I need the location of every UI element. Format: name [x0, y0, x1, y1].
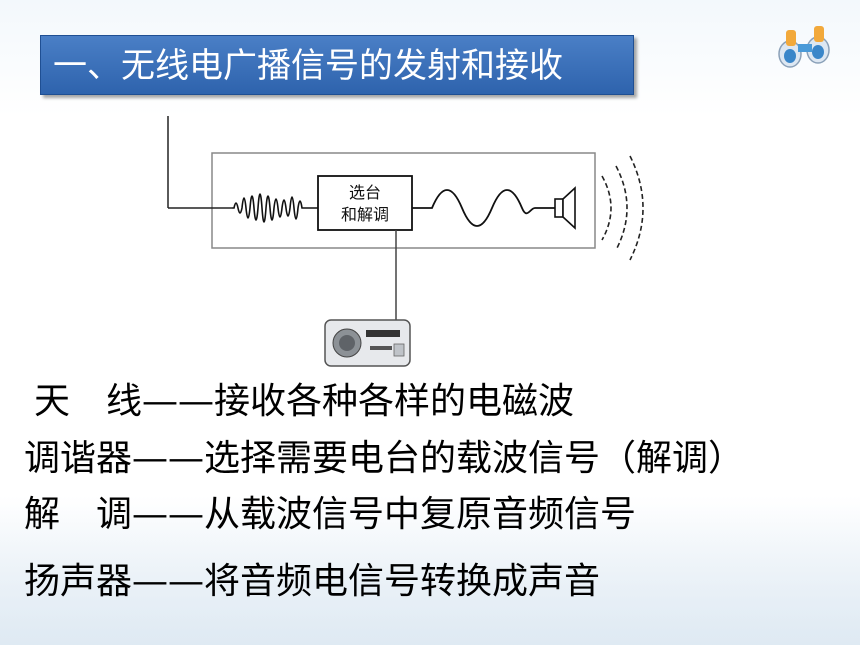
antenna-icon	[167, 116, 232, 209]
row-speaker-desc: 将音频电信号转换成声音	[204, 561, 601, 602]
receiver-diagram: 选台 和解调	[167, 116, 644, 367]
row-demodulation-desc: 从载波信号中复原音频信号	[204, 494, 637, 535]
audio-wave	[412, 189, 555, 227]
row-speaker: 扬声器——将音频电信号转换成声音	[24, 552, 600, 604]
speaker-icon	[554, 186, 576, 230]
row-antenna-dash: ——	[142, 381, 215, 422]
background-decoration	[0, 495, 860, 645]
slide-title: 一、无线电广播信号的发射和接收	[40, 35, 634, 95]
sound-waves	[601, 155, 644, 261]
tuner-box	[317, 175, 413, 231]
row-demodulation: 解 调——从载波信号中复原音频信号	[24, 485, 636, 537]
row-antenna-term: 天 线	[34, 381, 143, 422]
binoculars-icon	[778, 26, 830, 68]
row-tuner-desc: 选择需要电台的载波信号（解调）	[204, 438, 745, 479]
radio-icon	[324, 319, 411, 367]
tuner-label-1: 选台	[349, 183, 381, 202]
row-tuner: 调谐器——选择需要电台的载波信号（解调）	[24, 429, 744, 481]
diagram-frame	[211, 152, 596, 249]
row-demodulation-term: 解 调	[24, 494, 133, 535]
row-antenna-desc: 接收各种各样的电磁波	[214, 381, 575, 422]
row-antenna: 天 线——接收各种各样的电磁波	[34, 372, 574, 424]
tuner-label-2: 和解调	[341, 205, 389, 224]
row-tuner-term: 调谐器	[24, 438, 133, 479]
row-speaker-term: 扬声器	[24, 561, 133, 602]
row-speaker-dash: ——	[132, 561, 205, 602]
row-tuner-dash: ——	[132, 438, 205, 479]
carrier-wave	[232, 193, 318, 223]
row-demodulation-dash: ——	[132, 494, 205, 535]
